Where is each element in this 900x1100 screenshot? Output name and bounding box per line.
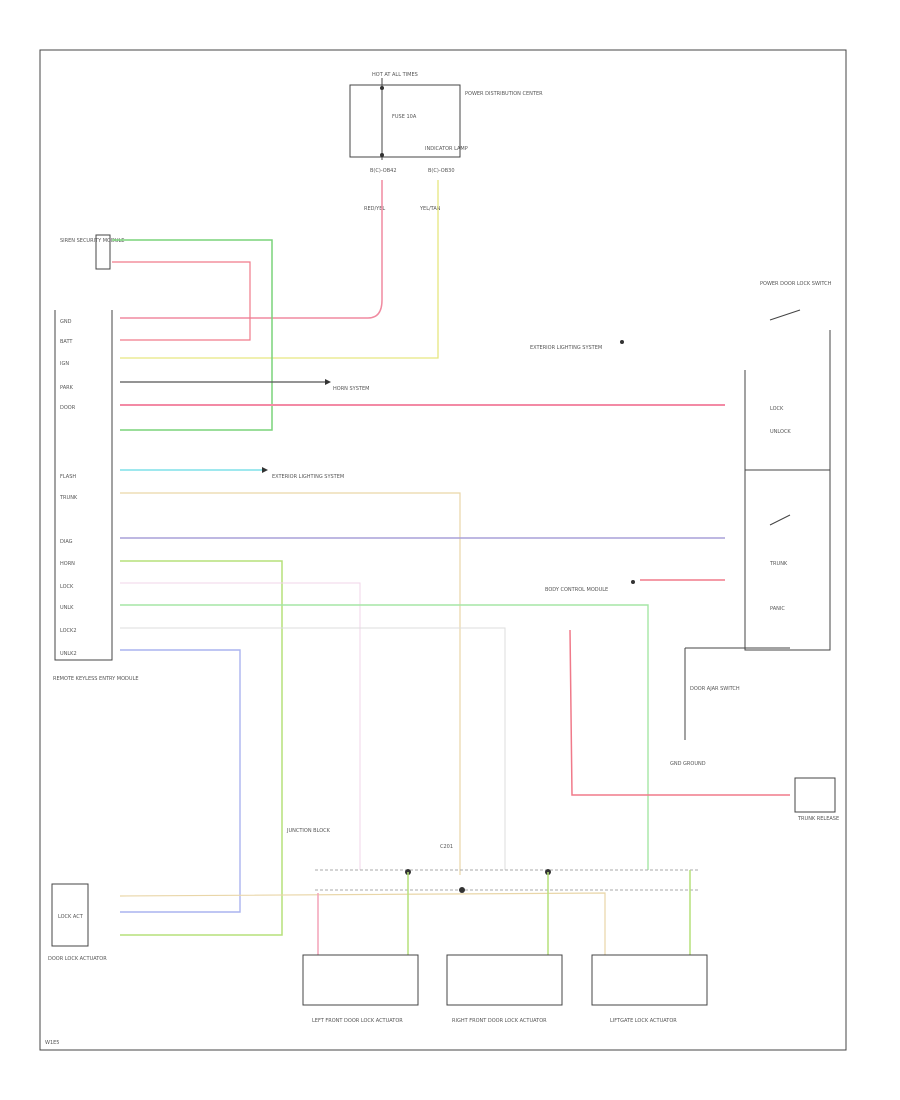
horn-note: HORN SYSTEM [333, 386, 369, 392]
ground-note: GND GROUND [670, 761, 706, 767]
actuator-name: RIGHT FRONT DOOR LOCK ACTUATOR [452, 1018, 547, 1024]
trunk-release-box [794, 777, 836, 813]
actuator-name: LIFTGATE LOCK ACTUATOR [610, 1018, 677, 1024]
module-wires [120, 379, 790, 936]
dome-note: EXTERIOR LIGHTING SYSTEM [272, 474, 344, 480]
right-switch-line: TRUNK [769, 561, 788, 567]
pin-label: PARK [60, 385, 74, 391]
pin-label: GND [60, 319, 72, 325]
fuse-label: FUSE 10A [392, 114, 417, 120]
fuse-top-label: HOT AT ALL TIMES [372, 72, 418, 78]
wire-code-top-left: B(C)-OB42 [370, 168, 397, 174]
right-switch-line: LOCK [770, 406, 784, 412]
pin-label: FLASH [60, 474, 76, 480]
pin-label: LOCK2 [60, 628, 77, 634]
right-switch-line: UNLOCK [770, 429, 791, 435]
right-switch-line: PANIC [770, 606, 785, 612]
pin-label: DIAG [60, 539, 73, 545]
actuator-name: LEFT FRONT DOOR LOCK ACTUATOR [312, 1018, 403, 1024]
siren-label: SIREN SECURITY MODULE [60, 238, 124, 244]
right-switch-block: POWER DOOR LOCK SWITCH LOCK UNLOCK TRUNK… [684, 281, 839, 822]
wire-yellow-ign [120, 180, 439, 359]
fuse-right-label: INDICATOR LAMP [425, 146, 468, 152]
connector-bus: JUNCTION BLOCK C201 [119, 828, 700, 955]
pin-label: HORN [60, 561, 75, 567]
wire-code-top-right: B(C)-OB30 [428, 168, 455, 174]
pin-label: IGN [60, 361, 69, 367]
actuator-box-text: LOCK ACT [58, 914, 84, 920]
red-vertical-code: RED/YEL [364, 206, 385, 212]
trunk-release-label: TRUNK RELEASE [797, 816, 839, 822]
fuse-side-label: POWER DISTRIBUTION CENTER [465, 91, 543, 97]
pin-label: BATT [60, 339, 73, 345]
wire-red-power [120, 180, 383, 319]
pin-label: TRUNK [59, 495, 78, 501]
footer-code: W1E5 [45, 1040, 59, 1046]
pin-label: DOOR [60, 405, 76, 411]
actuator-row: LEFT FRONT DOOR LOCK ACTUATOR RIGHT FRON… [302, 954, 708, 1024]
actuator-box-2 [446, 954, 563, 1006]
connector-label: C201 [440, 844, 453, 850]
yel-vertical-code: YEL/TAN [419, 206, 441, 212]
actuator-box-1 [302, 954, 419, 1006]
actuator-label: DOOR LOCK ACTUATOR [48, 956, 107, 962]
actuator-box-3 [591, 954, 708, 1006]
warn-note: EXTERIOR LIGHTING SYSTEM [530, 345, 602, 351]
siren-speaker: SIREN SECURITY MODULE [60, 234, 273, 431]
rke-module: REMOTE KEYLESS ENTRY MODULE GND BATT IGN… [53, 310, 139, 682]
pin-label: LOCK [60, 584, 74, 590]
body-note: BODY CONTROL MODULE [545, 587, 608, 593]
pin-label: UNLK [60, 605, 74, 611]
door-ajar-note: DOOR AJAR SWITCH [690, 686, 740, 692]
junction-block-label: JUNCTION BLOCK [286, 828, 331, 834]
wire-annotations: HORN SYSTEM EXTERIOR LIGHTING SYSTEM EXT… [272, 340, 740, 767]
pin-label: UNLK2 [60, 651, 77, 657]
diagram-frame [39, 49, 847, 1051]
module-pin-labels: GND BATT IGN PARK DOOR FLASH TRUNK DIAG … [59, 319, 78, 657]
bottom-left-actuator: LOCK ACT DOOR LOCK ACTUATOR [48, 883, 107, 962]
right-switch-label: POWER DOOR LOCK SWITCH [760, 281, 832, 287]
rke-module-name: REMOTE KEYLESS ENTRY MODULE [53, 676, 139, 682]
fuse-panel: HOT AT ALL TIMES FUSE 10A POWER DISTRIBU… [349, 72, 543, 212]
